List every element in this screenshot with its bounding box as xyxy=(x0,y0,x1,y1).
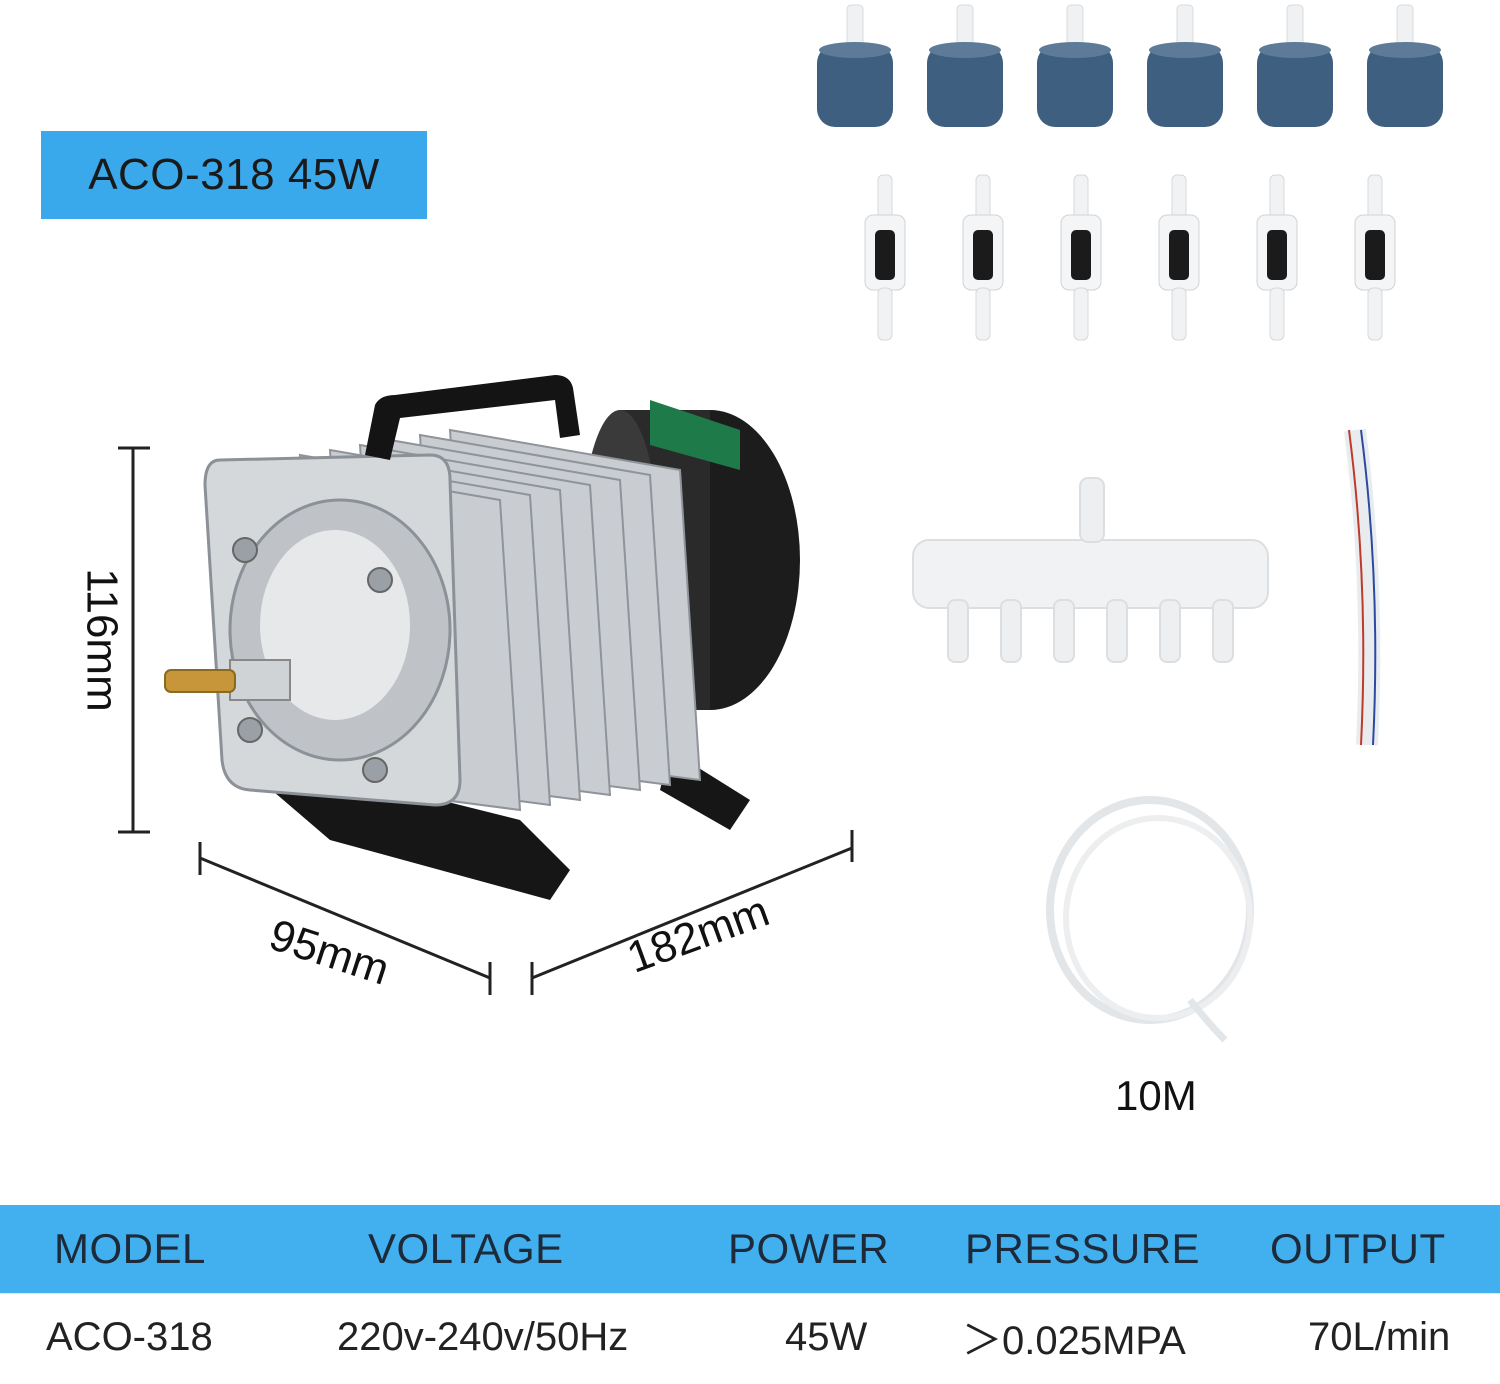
striped-tube-image xyxy=(1344,428,1381,746)
spec-table-header: MODEL VOLTAGE POWER PRESSURE OUTPUT xyxy=(0,1205,1500,1293)
air-stone-icon xyxy=(1367,4,1443,127)
header-pressure: PRESSURE xyxy=(965,1225,1201,1272)
header-voltage: VOLTAGE xyxy=(368,1225,564,1272)
manifold-outlet xyxy=(947,599,969,663)
air-stone-icon xyxy=(1037,4,1113,127)
air-stone-icon xyxy=(817,4,893,127)
model-badge: ACO-318 45W xyxy=(41,131,427,219)
value-pressure: ＞0.025MPA xyxy=(962,1319,1186,1363)
air-stone-icon xyxy=(1257,4,1333,127)
check-valve-icon xyxy=(962,174,1004,341)
header-output: OUTPUT xyxy=(1270,1225,1446,1272)
check-valve-icon xyxy=(864,174,906,341)
check-valve-icon xyxy=(1256,174,1298,341)
manifold-outlet xyxy=(1159,599,1181,663)
manifold-outlet xyxy=(1053,599,1075,663)
check-valve-icon xyxy=(1158,174,1200,341)
clear-tubing-image xyxy=(1046,796,1254,1043)
value-voltage: 220v-240v/50Hz xyxy=(337,1314,629,1359)
check-valve-icon xyxy=(1354,174,1396,341)
value-output: 70L/min xyxy=(1308,1314,1451,1359)
tube-length-label: 10M xyxy=(1115,1072,1197,1119)
manifold-outlet xyxy=(1212,599,1234,663)
air-pump-image xyxy=(164,375,800,900)
spec-table-row: ACO-318 220v-240v/50Hz 45W ＞0.025MPA 70L… xyxy=(0,1293,1500,1380)
header-power: POWER xyxy=(728,1225,890,1272)
value-model: ACO-318 xyxy=(46,1314,213,1359)
manifold-outlet xyxy=(1000,599,1022,663)
manifold-outlet xyxy=(1106,599,1128,663)
gang-valve-manifold xyxy=(912,477,1269,663)
air-stones-row xyxy=(817,4,1443,127)
air-stone-icon xyxy=(927,4,1003,127)
check-valve-icon xyxy=(1060,174,1102,341)
value-power: 45W xyxy=(785,1314,868,1359)
check-valves-row xyxy=(864,174,1396,341)
air-stone-icon xyxy=(1147,4,1223,127)
header-model: MODEL xyxy=(54,1225,206,1272)
model-badge-label: ACO-318 45W xyxy=(88,150,380,199)
height-dimension-label: 116mm xyxy=(77,568,127,712)
